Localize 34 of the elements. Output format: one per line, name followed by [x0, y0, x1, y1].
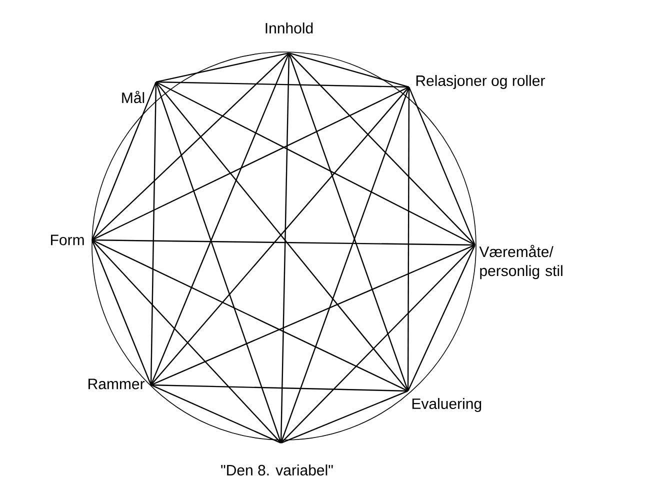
- connecting-line: [156, 82, 476, 246]
- connecting-line: [151, 384, 408, 392]
- connecting-line: [408, 86, 476, 246]
- connecting-line: [92, 240, 408, 392]
- connecting-line: [288, 52, 476, 246]
- connecting-line: [92, 82, 156, 240]
- vertex-label: Innhold: [266, 22, 313, 34]
- connecting-line: [280, 53, 290, 443]
- connecting-line: [289, 52, 409, 88]
- vertex-label: Evaluering: [412, 398, 482, 412]
- connecting-line: [280, 87, 410, 444]
- connecting-line: [156, 82, 282, 443]
- connecting-line: [92, 239, 475, 246]
- connecting-line: [407, 87, 410, 391]
- connecting-line: [150, 52, 290, 386]
- connecting-line: [92, 240, 282, 444]
- connecting-line: [92, 240, 152, 386]
- vertex-label: Væremåte/ personlig stil: [479, 244, 562, 280]
- connecting-line: [92, 86, 410, 240]
- connecting-line: [288, 53, 408, 391]
- connecting-line: [92, 52, 290, 240]
- vertex-label: Mål: [122, 90, 144, 104]
- connecting-line: [156, 81, 409, 88]
- connecting-line: [280, 244, 476, 444]
- connecting-line: [150, 244, 476, 386]
- connecting-line: [280, 390, 408, 444]
- vertex-label: "Den 8. variabel": [221, 464, 333, 476]
- connecting-line: [408, 244, 476, 392]
- connecting-line: [150, 82, 157, 385]
- connecting-line: [156, 52, 289, 83]
- vertex-label: Form: [51, 234, 84, 246]
- vertex-label: Relasjoner og roller: [416, 75, 545, 89]
- vertex-label: Rammer: [88, 378, 145, 390]
- connecting-line: [150, 384, 282, 444]
